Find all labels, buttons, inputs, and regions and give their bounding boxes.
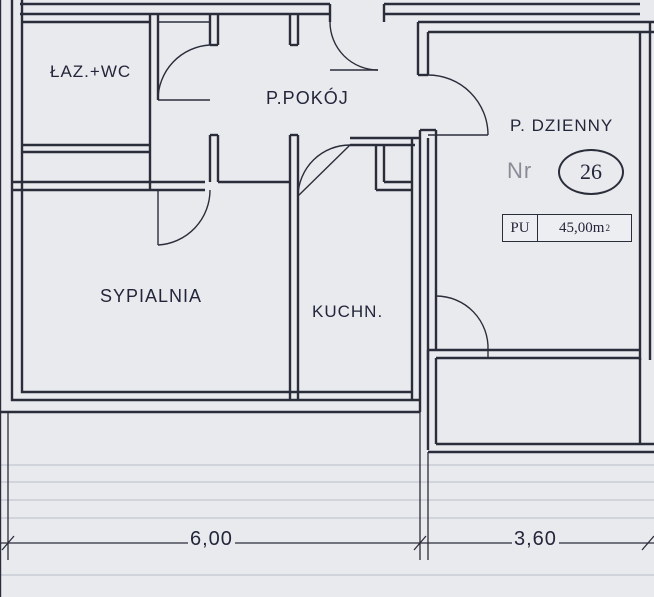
unit-number: 26 xyxy=(580,159,602,184)
usable-area-unit-exponent: 2 xyxy=(605,223,610,233)
living-room-label: P. DZIENNY xyxy=(510,116,614,135)
balcony-walls xyxy=(426,348,654,454)
dimension-right: 3,60 xyxy=(512,528,559,551)
dimension-left: 6,00 xyxy=(188,528,235,551)
hallway-label: P.POKÓJ xyxy=(266,88,349,108)
unit-number-badge: 26 xyxy=(558,149,624,195)
usable-area-number: 45,00m xyxy=(559,219,605,236)
bathroom-walls xyxy=(12,14,220,192)
interior-walls xyxy=(208,14,438,412)
bedroom-label: SYPIALNIA xyxy=(100,286,203,306)
door-swings xyxy=(157,21,489,358)
usable-area-label: PU xyxy=(503,215,538,241)
unit-number-label: Nr xyxy=(507,158,533,183)
bathroom-label: ŁAZ.+WC xyxy=(50,62,132,81)
kitchen-label: KUCHN. xyxy=(312,302,384,321)
grid-guides xyxy=(0,464,654,576)
